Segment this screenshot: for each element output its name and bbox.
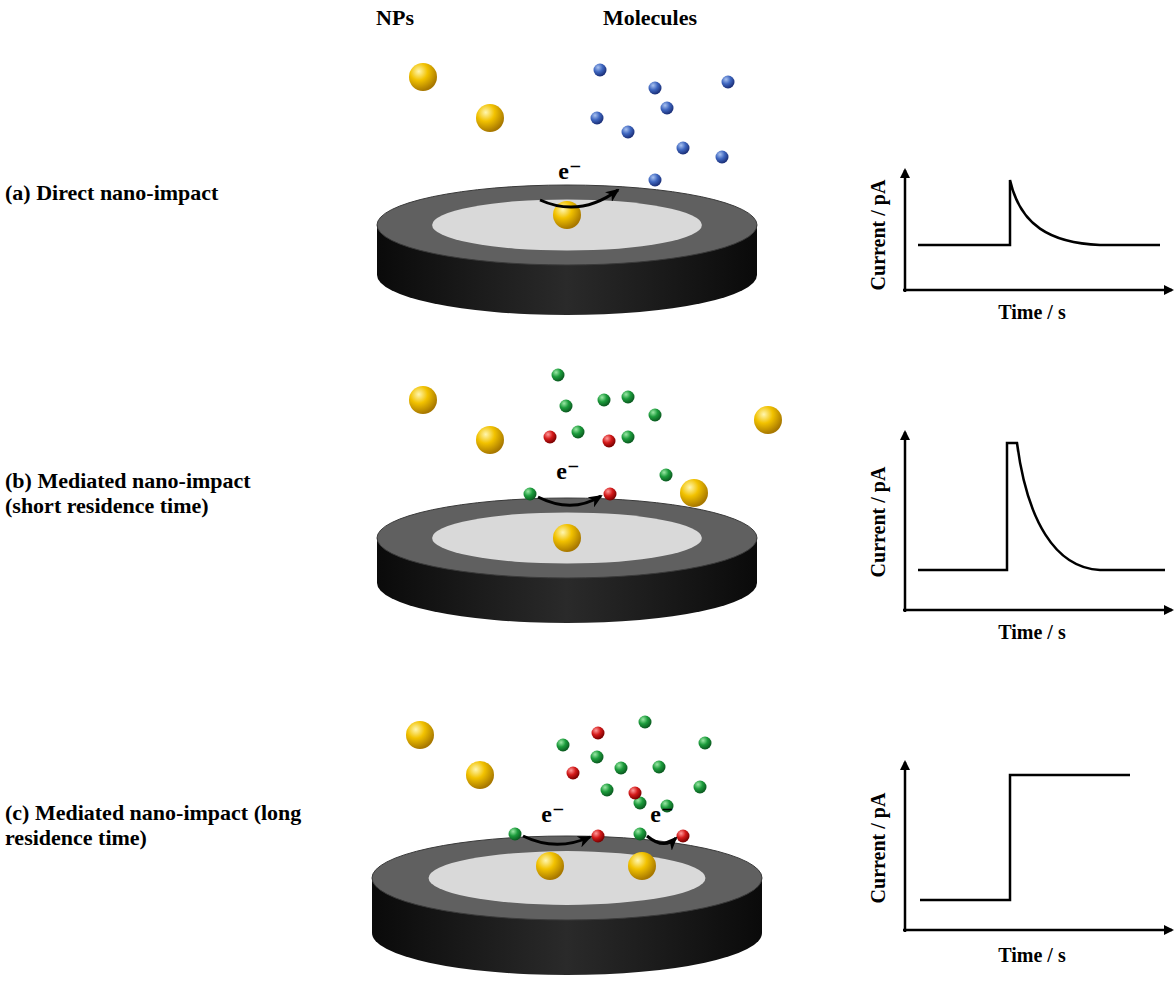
nanoparticle (553, 524, 581, 552)
reduced-mediator (572, 426, 585, 439)
reduced-mediator (634, 828, 647, 841)
molecule (661, 102, 674, 115)
nanoparticle (628, 852, 656, 880)
reduced-mediator (660, 469, 673, 482)
reduced-mediator (552, 369, 565, 382)
axis-label: Time / s (998, 301, 1065, 324)
oxidised-mediator (544, 431, 557, 444)
electrode-insulator (377, 498, 757, 578)
nanoparticle (409, 63, 437, 91)
molecule (649, 174, 662, 187)
reduced-mediator (622, 391, 635, 404)
reduced-mediator (694, 781, 707, 794)
reduced-mediator (639, 716, 652, 729)
reduced-mediator (509, 828, 522, 841)
axis-label: Time / s (998, 621, 1065, 644)
reduced-mediator (591, 751, 604, 764)
oxidised-mediator (629, 787, 642, 800)
axis-label: Time / s (998, 944, 1065, 967)
nanoparticle (409, 386, 437, 414)
molecule (716, 151, 729, 164)
electron-label: e⁻ (650, 801, 673, 829)
nanoparticle (476, 426, 504, 454)
reduced-mediator (524, 488, 537, 501)
molecule (622, 126, 635, 139)
electron-label: e⁻ (541, 801, 564, 829)
molecule (591, 112, 604, 125)
nanoparticle (680, 479, 708, 507)
molecule (649, 82, 662, 95)
oxidised-mediator (567, 767, 580, 780)
header-label: Molecules (603, 5, 697, 30)
reduced-mediator (601, 784, 614, 797)
electrode-surface (432, 512, 702, 563)
oxidised-mediator (604, 488, 617, 501)
nanoparticle (754, 406, 782, 434)
header-label: NPs (376, 5, 414, 30)
reduced-mediator (560, 400, 573, 413)
oxidised-mediator (592, 830, 605, 843)
axis-label: Current / pA (867, 180, 890, 291)
oxidised-mediator (592, 727, 605, 740)
reduced-mediator (649, 409, 662, 422)
nanoparticle (466, 761, 494, 789)
panel-label: (b) Mediated nano-impact (short residenc… (5, 468, 305, 519)
nanoparticle (536, 852, 564, 880)
nanoparticle (476, 104, 504, 132)
electrode-insulator (372, 836, 762, 920)
panel-label: (a) Direct nano-impact (5, 180, 305, 205)
reduced-mediator (622, 431, 635, 444)
axis-label: Current / pA (867, 467, 890, 578)
molecule (722, 76, 735, 89)
electrode-surface (429, 851, 706, 905)
nanoparticle (406, 721, 434, 749)
molecule (677, 142, 690, 155)
oxidised-mediator (677, 830, 690, 843)
reduced-mediator (699, 737, 712, 750)
reduced-mediator (557, 739, 570, 752)
reduced-mediator (598, 394, 611, 407)
molecule (594, 64, 607, 77)
oxidised-mediator (603, 435, 616, 448)
reduced-mediator (653, 761, 666, 774)
panel-label: (c) Mediated nano-impact (long residence… (5, 800, 305, 851)
axis-label: Current / pA (867, 793, 890, 904)
reduced-mediator (615, 762, 628, 775)
electrode-insulator (377, 185, 757, 265)
electron-label: e⁻ (558, 158, 581, 186)
electron-label: e⁻ (556, 458, 579, 486)
